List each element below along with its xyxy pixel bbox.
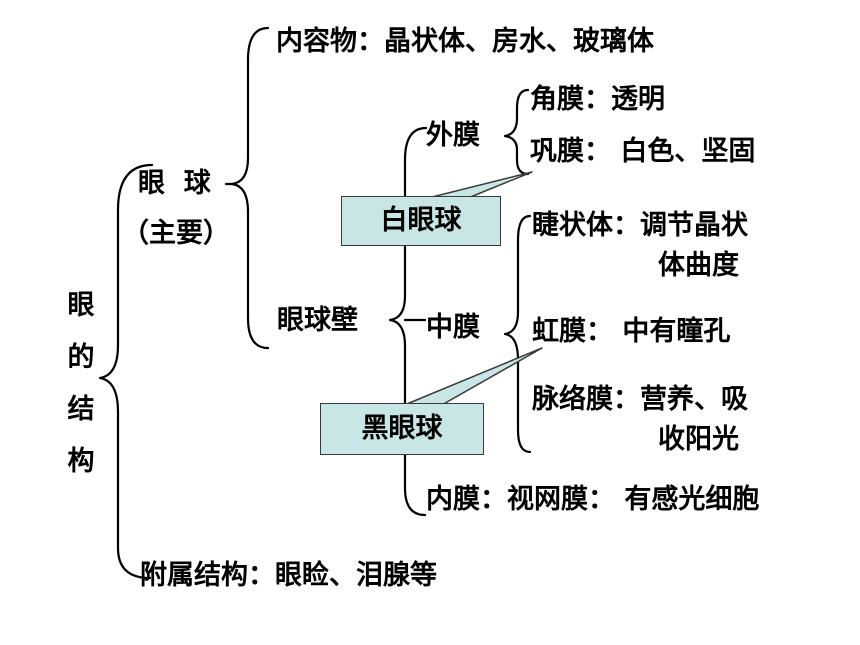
root-char: 的: [67, 342, 95, 373]
black-eye-callout-pointer: [401, 347, 543, 407]
outer-membrane-label: 外膜: [426, 120, 480, 151]
outer-brace: [503, 88, 530, 176]
choroid-label: 脉络膜：营养、吸: [532, 384, 748, 415]
wall-brace: [388, 126, 428, 517]
accessory-structures-label: 附属结构：眼睑、泪腺等: [140, 560, 437, 591]
ciliary-body-label: 睫状体：调节晶状: [532, 210, 748, 241]
eyeball-sub-label: （主要）: [122, 218, 230, 249]
choroid-label-cont: 收阳光: [658, 424, 739, 455]
inner-membrane-label: 内膜：视网膜： 有感光细胞: [426, 484, 760, 515]
black-eye-callout-text: 黑眼球: [361, 413, 443, 444]
contents-label: 内容物：晶状体、房水、玻璃体: [276, 26, 654, 57]
black-eye-callout: 黑眼球: [320, 403, 484, 455]
root-char: 构: [67, 446, 95, 477]
white-eye-callout: 白眼球: [341, 196, 501, 246]
sclera-label: 巩膜： 白色、坚固: [530, 136, 756, 167]
root-char: 结: [67, 394, 95, 425]
eyeball-label: 眼 球: [138, 168, 211, 199]
ciliary-body-label-cont: 体曲度: [658, 250, 739, 281]
root-brace: [98, 163, 154, 580]
middle-membrane-label: 中膜: [426, 312, 480, 343]
white-eye-callout-text: 白眼球: [380, 205, 462, 236]
wall-label: 眼球壁: [277, 305, 358, 336]
middle-brace: [503, 214, 532, 454]
white-eye-callout-pointer: [427, 171, 533, 199]
root-char: 眼: [67, 290, 95, 321]
root-label: 眼 的 结 构: [64, 280, 98, 488]
eyeball-brace: [230, 26, 270, 350]
cornea-label: 角膜：透明: [530, 84, 665, 115]
iris-label: 虹膜： 中有瞳孔: [532, 316, 731, 347]
